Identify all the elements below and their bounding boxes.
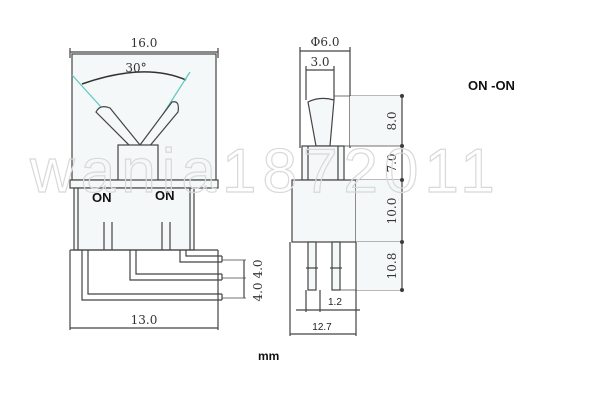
dim-pin-width: 1.2	[328, 297, 342, 308]
dim-h-bushing: 7.0	[385, 153, 399, 172]
dim-width-bottom: 13.0	[131, 313, 158, 327]
unit-label: mm	[258, 349, 279, 363]
label-on-left: ON	[92, 190, 112, 205]
dim-diameter: Φ6.0	[311, 35, 340, 49]
dim-body-width: 12.7	[312, 322, 332, 333]
dim-pitch-1: 4.0	[251, 259, 265, 278]
watermark: wania1872011	[29, 137, 501, 206]
dim-h-lever: 8.0	[385, 111, 399, 130]
dim-lever-width: 3.0	[310, 55, 329, 69]
dim-angle: 30°	[125, 61, 146, 75]
switch-type-title: ON -ON	[468, 78, 515, 93]
dim-width-top: 16.0	[131, 36, 158, 50]
dim-pitch-2: 4.0	[251, 282, 265, 301]
label-on-right: ON	[155, 188, 175, 203]
side-view	[289, 47, 405, 336]
dim-h-body: 10.0	[385, 198, 399, 225]
front-view	[69, 48, 246, 330]
dim-h-pins: 10.8	[385, 253, 399, 280]
